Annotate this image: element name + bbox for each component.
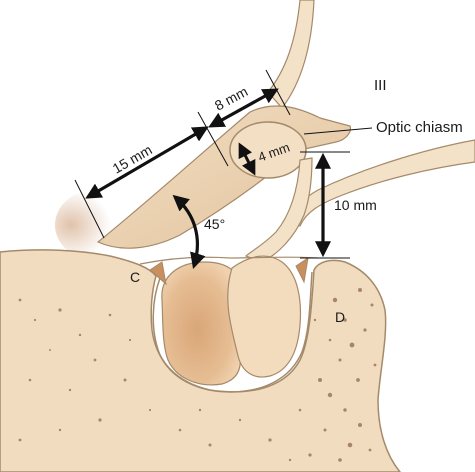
diaphragma-sellae (140, 257, 318, 264)
label-third-ventricle: III (374, 77, 387, 94)
label-c: C (130, 269, 140, 285)
ventricle-floor-curve (290, 140, 475, 226)
label-45deg: 45° (204, 216, 225, 232)
label-d: D (335, 309, 345, 325)
clinoid-d (296, 258, 308, 282)
label-optic-chiasm: Optic chiasm (376, 119, 463, 136)
label-10mm: 10 mm (334, 197, 377, 213)
pituitary-posterior-lobe (228, 256, 301, 377)
nerve-fade (55, 190, 135, 260)
